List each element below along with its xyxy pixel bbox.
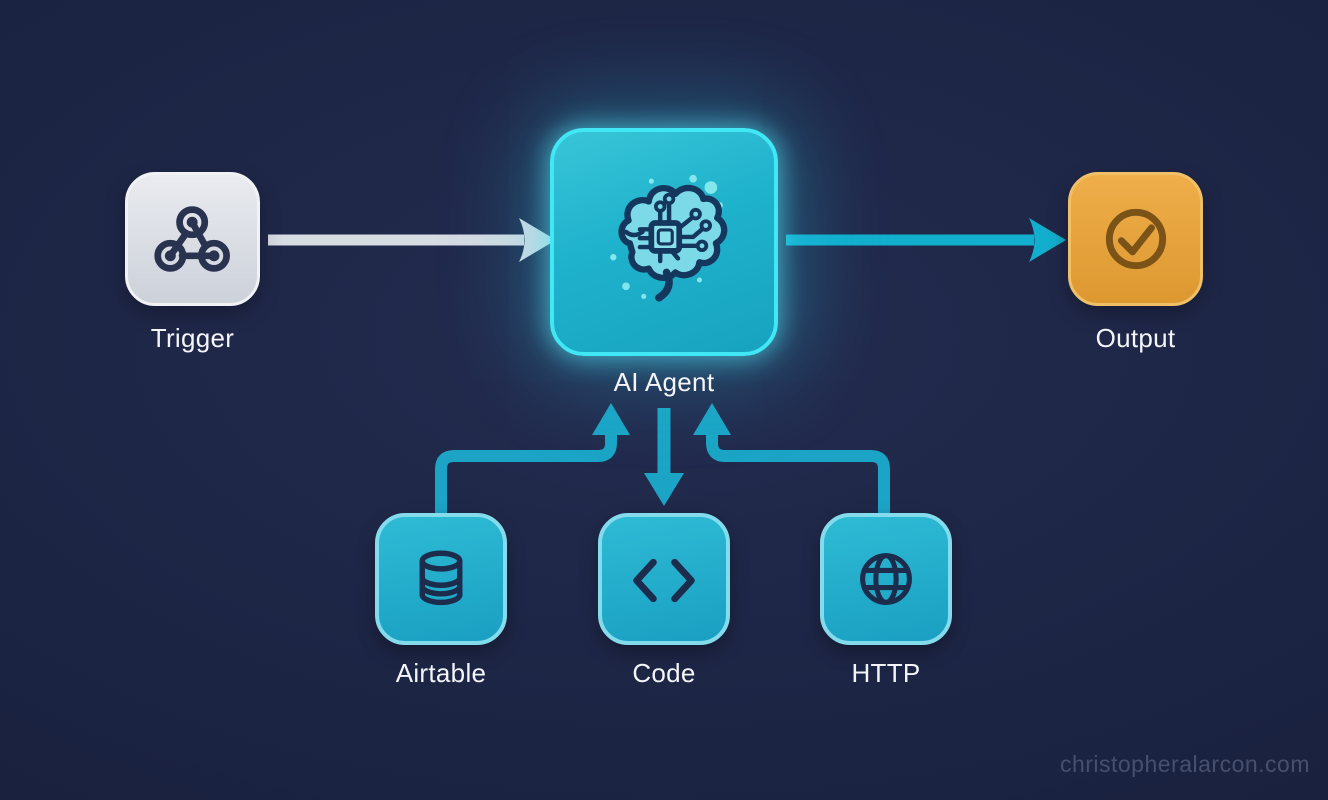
- edge-trigger-to-agent-arrowhead-icon: [519, 218, 556, 262]
- edge-airtable-to-agent: [435, 432, 617, 514]
- edge-agent-to-output-arrowhead-icon: [1029, 218, 1066, 262]
- database-icon: [419, 550, 463, 606]
- ai-agent-label: AI Agent: [613, 367, 715, 397]
- code-node: [598, 513, 730, 645]
- trigger-label: Trigger: [150, 323, 235, 353]
- output-label: Output: [1095, 323, 1176, 353]
- globe-icon: [860, 553, 912, 605]
- output-node: [1068, 172, 1203, 306]
- code-label: Code: [632, 658, 696, 688]
- airtable-node: [375, 513, 507, 645]
- edge-http-to-agent: [706, 432, 890, 514]
- webhook-icon: [153, 206, 230, 272]
- http-node: [820, 513, 952, 645]
- edge-airtable-to-agent-arrowhead-icon: [592, 403, 630, 435]
- http-label: HTTP: [851, 658, 921, 688]
- ai-agent-node: [550, 128, 778, 356]
- airtable-label: Airtable: [395, 658, 487, 688]
- watermark: christopheralarcon.com: [1059, 751, 1310, 777]
- trigger-node: [125, 172, 260, 306]
- check-circle-icon: [1105, 208, 1166, 270]
- edge-agent-to-code-arrowhead-icon: [644, 473, 684, 506]
- brain-chip-icon: [610, 174, 728, 302]
- edge-http-to-agent-arrowhead-icon: [693, 403, 731, 435]
- code-brackets-icon: [633, 558, 695, 603]
